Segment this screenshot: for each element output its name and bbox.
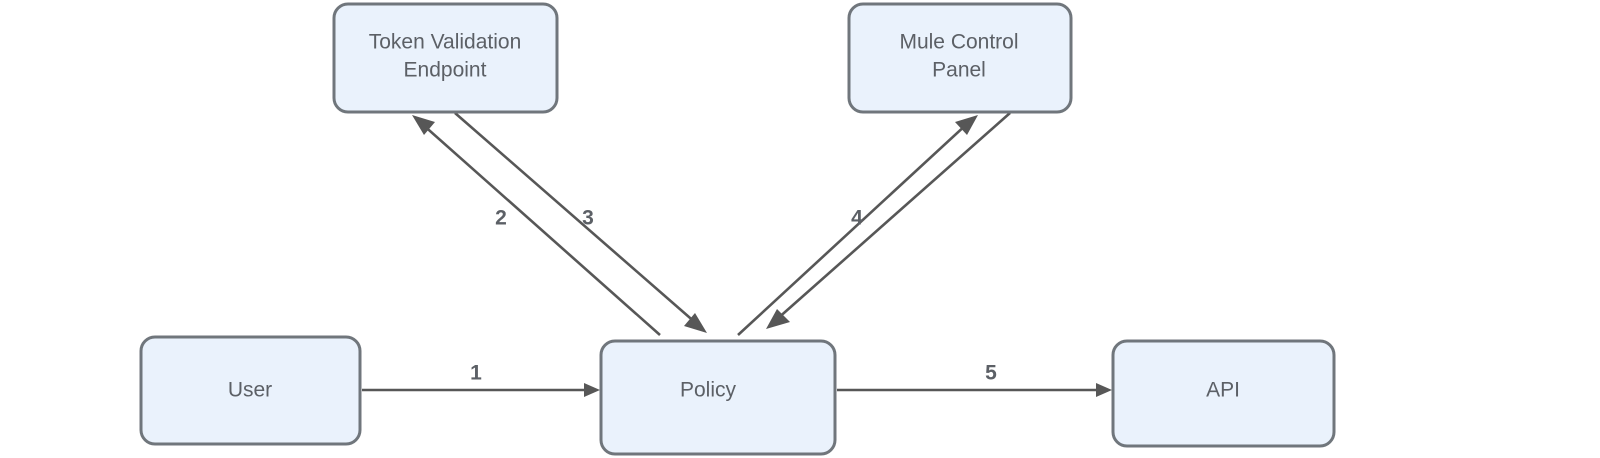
node-mule-control-panel-shape[interactable]: [847, 2, 1073, 114]
arrowhead-icon: [1096, 383, 1112, 397]
edge-label-3: 3: [582, 207, 594, 230]
node-api[interactable]: API: [1111, 339, 1336, 448]
edge-5-policy-to-api: [837, 383, 1112, 397]
edge-label-4: 4: [851, 207, 863, 230]
arrowhead-icon: [412, 115, 435, 135]
edge-label-5: 5: [985, 362, 997, 385]
edge-3-token-validation-to-policy: [454, 112, 707, 333]
arrowhead-icon: [766, 309, 790, 329]
node-policy[interactable]: Policy: [599, 339, 837, 456]
node-mule-control-panel[interactable]: Mule Control Panel: [847, 2, 1073, 114]
node-token-validation-endpoint-shape[interactable]: [332, 2, 559, 114]
node-mule-control-panel-label-line1: Mule Control: [899, 31, 1018, 54]
node-policy-label: Policy: [680, 379, 737, 402]
node-token-validation-endpoint-label-line1: Token Validation: [369, 31, 522, 54]
node-policy-shape[interactable]: [599, 339, 837, 456]
node-api-label: API: [1206, 379, 1240, 402]
node-api-shape[interactable]: [1111, 339, 1336, 448]
edge-label-1: 1: [470, 362, 482, 385]
edge-1-user-to-policy: [362, 383, 600, 397]
node-user-shape[interactable]: [139, 335, 362, 446]
edge-2-policy-to-token-validation: [412, 115, 661, 336]
node-token-validation-endpoint[interactable]: Token Validation Endpoint: [332, 2, 559, 114]
arrowhead-icon: [584, 383, 600, 397]
node-mule-control-panel-label-line2: Panel: [932, 59, 986, 82]
arrowhead-icon: [684, 313, 707, 333]
arrowhead-icon: [955, 115, 978, 135]
edge-4-policy-to-mule-control-panel: [737, 115, 978, 336]
edge-4-return-mule-control-panel-to-policy: [766, 112, 1011, 329]
node-user-label: User: [228, 379, 272, 402]
node-user[interactable]: User: [139, 335, 362, 446]
edge-label-2: 2: [495, 207, 507, 230]
node-token-validation-endpoint-label-line2: Endpoint: [404, 59, 487, 82]
